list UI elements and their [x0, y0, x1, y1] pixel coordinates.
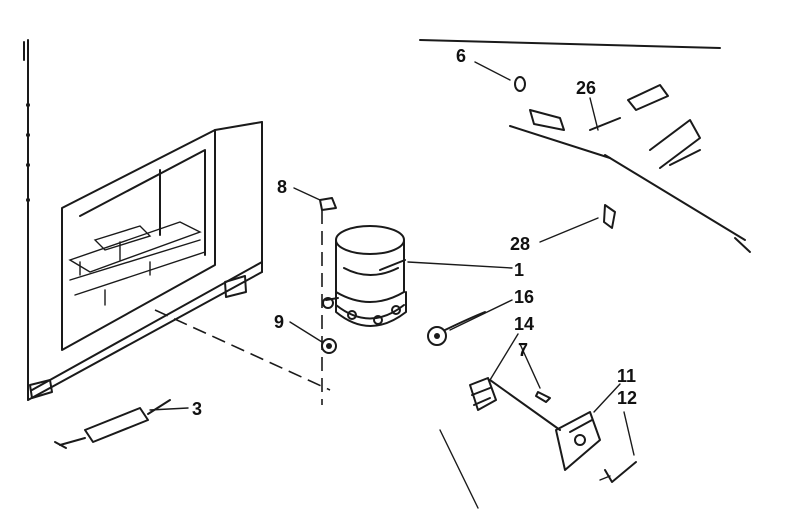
callout-11: 11: [617, 366, 636, 386]
callout-6: 6: [456, 46, 466, 66]
callout-7: 7: [518, 340, 528, 360]
part-7-screw: [535, 391, 551, 403]
part-14-relay: [469, 377, 561, 431]
callout-9: 9: [274, 312, 284, 332]
callout-28: 28: [510, 234, 530, 254]
part-9-grommet: [321, 338, 337, 354]
part-11-cover: [555, 411, 601, 471]
compressor: [322, 225, 407, 327]
callout-8: 8: [277, 177, 287, 197]
callout-16: 16: [514, 287, 534, 307]
part-26-wiring-harness: [419, 39, 751, 253]
callout-1: 1: [514, 260, 524, 280]
callout-3: 3: [192, 399, 202, 419]
part-28-clamp: [603, 204, 616, 229]
callout-12: 12: [617, 388, 637, 408]
callout-14: 14: [514, 314, 534, 334]
refrigerator-cabinet: [23, 39, 263, 401]
part-6-grommet: [514, 76, 526, 92]
part-16-overload: [427, 311, 486, 346]
alignment-leaders: [154, 210, 331, 405]
floor-line: [439, 429, 479, 509]
part-3-drier: [54, 399, 171, 449]
callout-26: 26: [576, 78, 596, 98]
part-8-clip: [319, 197, 337, 211]
part-12-clip: [599, 461, 637, 483]
callout-labels: 6 26 8 28 1 16 14 7 9 3 11 12: [192, 46, 637, 419]
callout-leaders: [149, 61, 635, 456]
